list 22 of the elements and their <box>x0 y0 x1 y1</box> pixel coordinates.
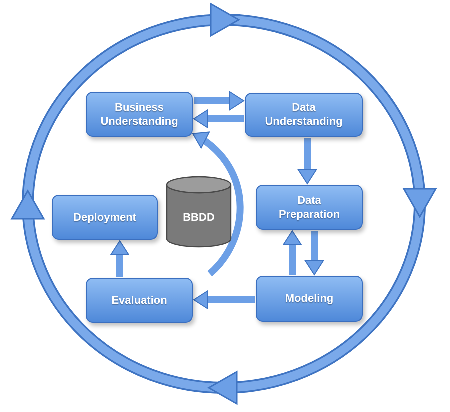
database-label: BBDD <box>183 211 215 225</box>
process-box <box>245 93 363 137</box>
arrow <box>298 138 317 184</box>
step-label: Data Preparation <box>278 194 340 222</box>
arrow <box>194 290 255 310</box>
process-box <box>86 278 193 323</box>
process-box <box>52 195 158 240</box>
arrow <box>110 240 130 277</box>
process-box <box>86 92 193 137</box>
process-box <box>256 185 363 230</box>
step-label: Business Understanding <box>100 100 178 128</box>
curved-arrow <box>191 130 244 276</box>
step-label: Modeling <box>285 292 334 306</box>
step-label: Data Understanding <box>265 101 343 129</box>
step-label: Deployment <box>74 210 136 224</box>
process-box <box>256 276 363 322</box>
arrow <box>194 92 244 110</box>
step-label: Evaluation <box>112 294 168 308</box>
arrow <box>283 230 302 275</box>
arrow <box>305 231 324 276</box>
arrow <box>194 110 244 128</box>
database-cylinder <box>166 176 232 248</box>
